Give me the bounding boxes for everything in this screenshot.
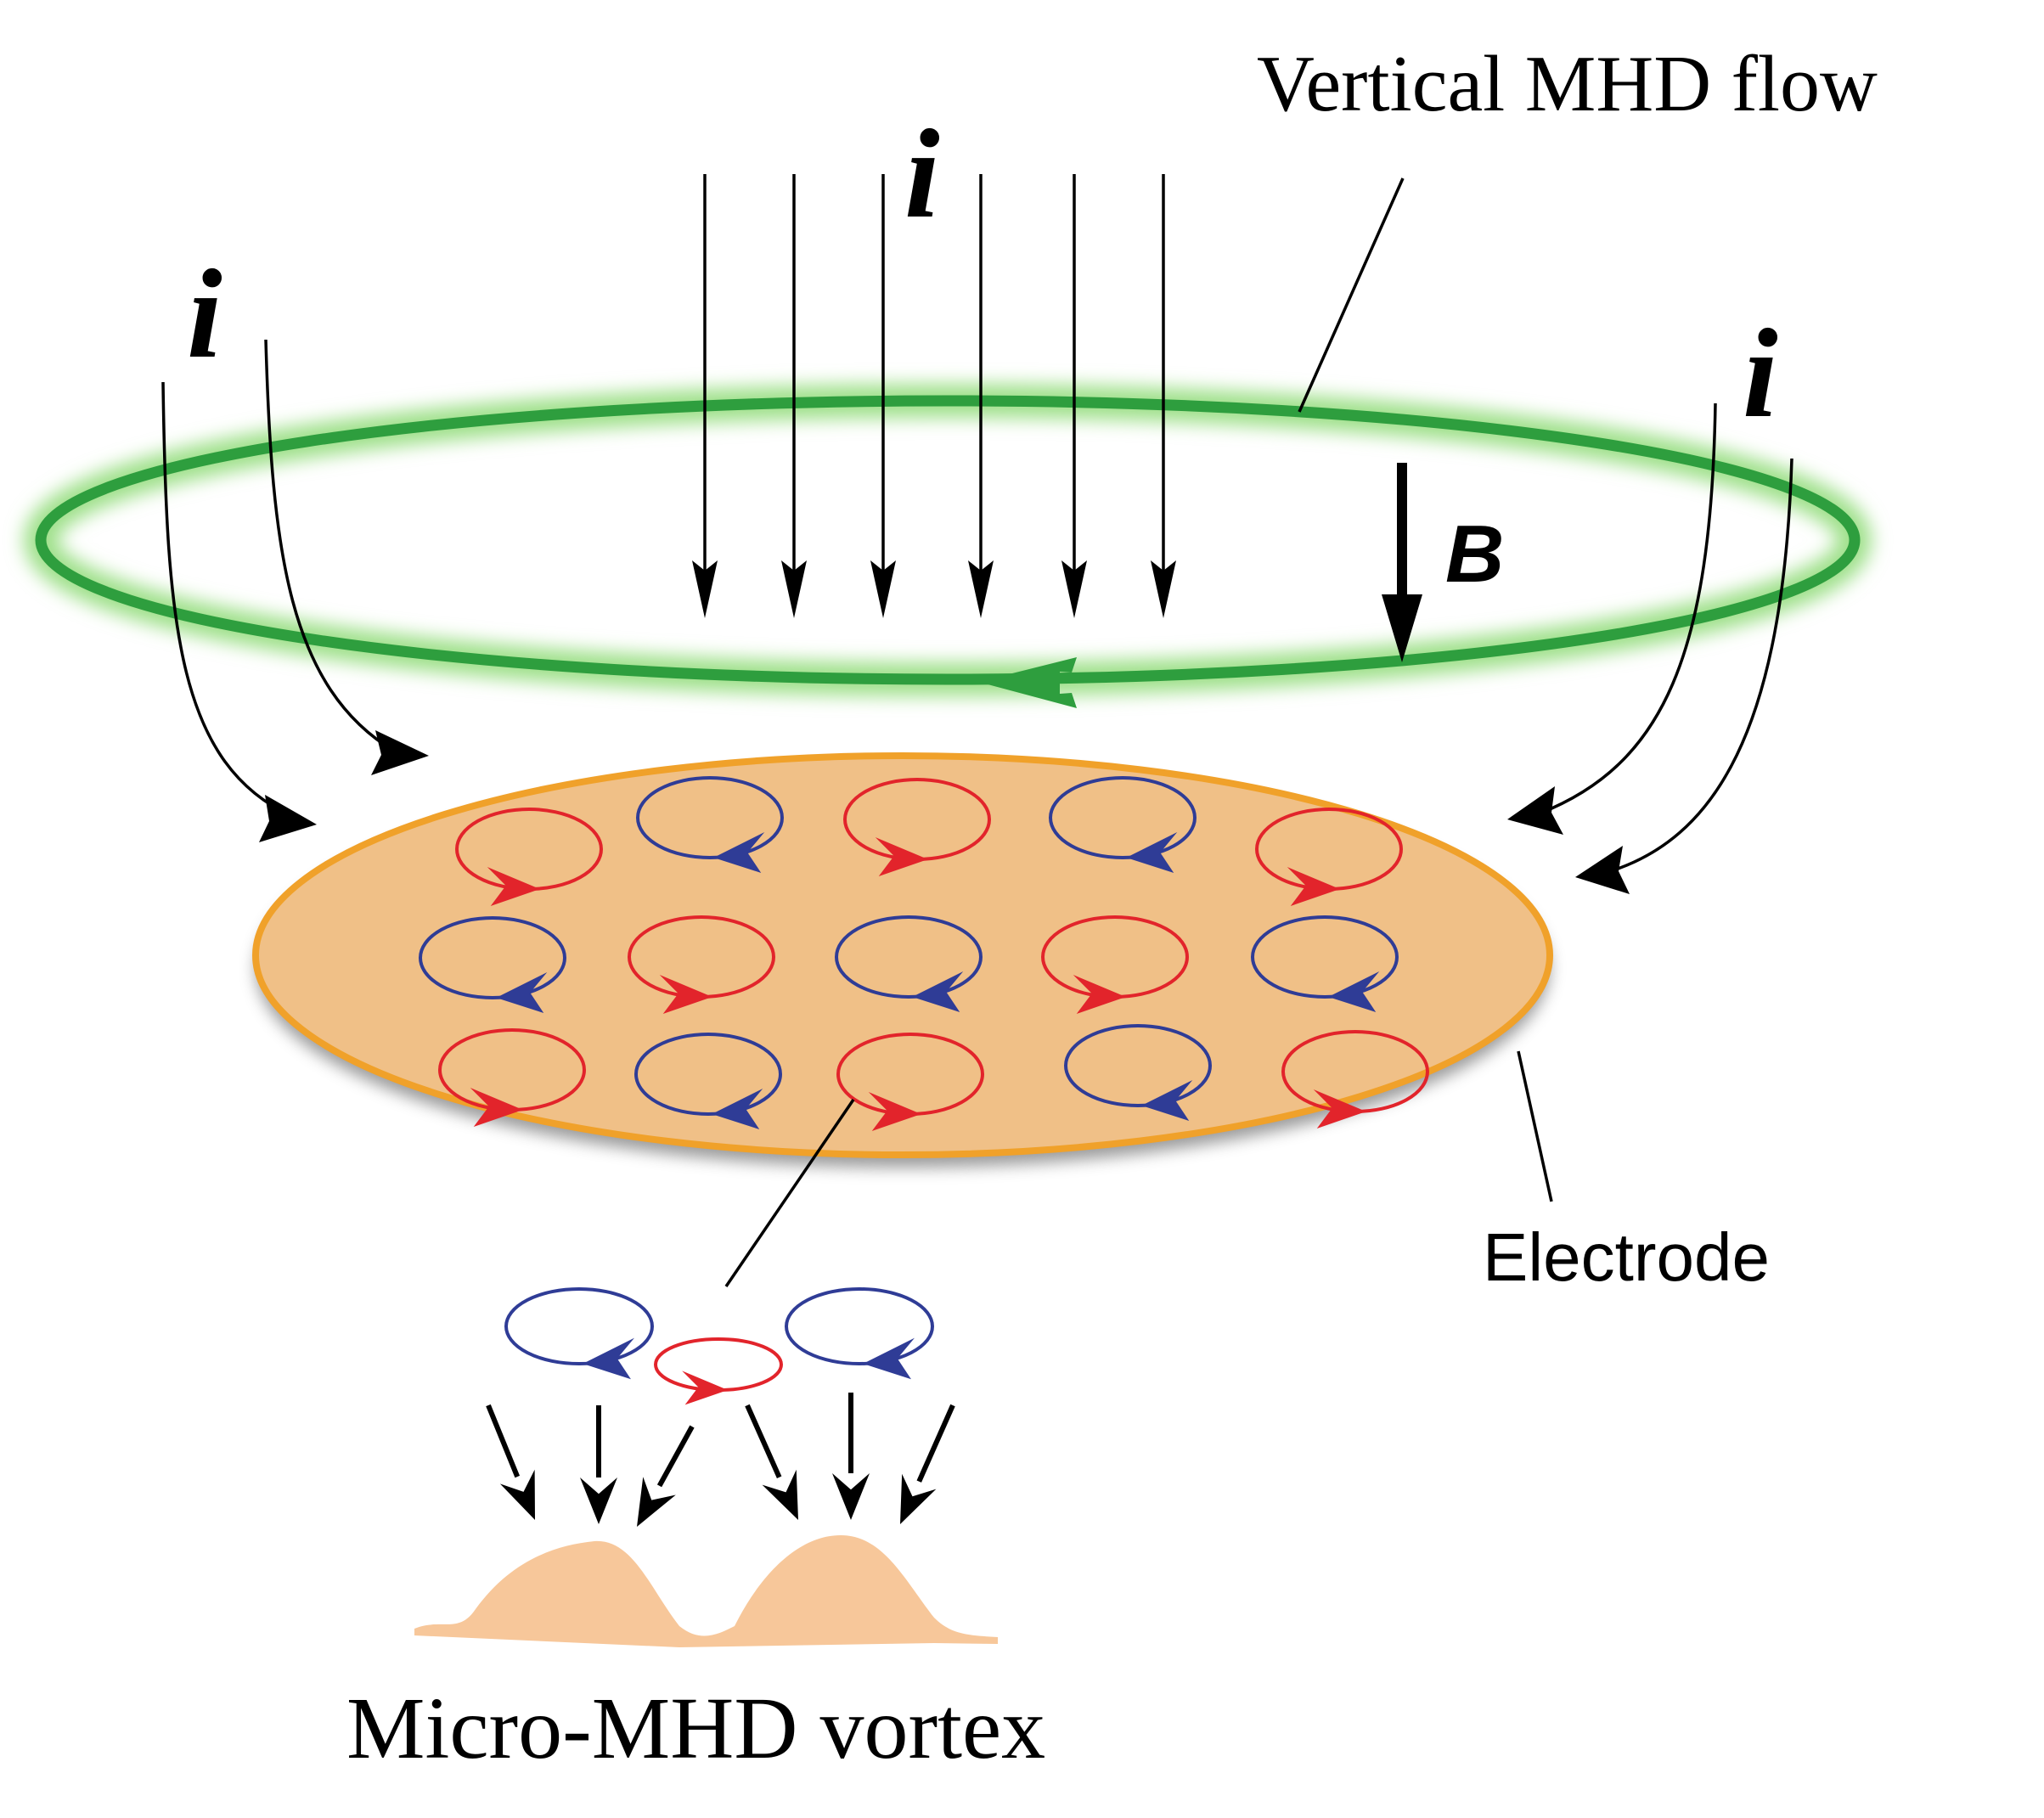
flow-direction-arrowhead [978, 657, 1077, 708]
vortex-counterclockwise [1251, 915, 1399, 1012]
right-current-arrows [1539, 402, 1793, 875]
inset-arrow [900, 1404, 955, 1524]
current-arrowhead [968, 560, 994, 618]
current-label-right: i [1743, 303, 1778, 444]
vertical-flow-label: Vertical MHD flow [1257, 40, 1878, 128]
vortex-clockwise [843, 778, 991, 876]
vortex-arrowhead [682, 1371, 729, 1405]
inset-vortices [504, 1287, 934, 1405]
vortex-clockwise [628, 915, 775, 1014]
vortex-clockwise [1255, 808, 1403, 906]
left-current-arrows [161, 339, 396, 819]
flow-label-leader [1298, 177, 1405, 413]
vortex-arrowhead [863, 1337, 915, 1380]
inset-arrow [637, 1425, 695, 1527]
vortex-arrowhead [583, 1337, 635, 1380]
vortex-counterclockwise [419, 916, 566, 1013]
electrode-label-leader [1517, 1050, 1553, 1202]
vortex-arrowhead [1073, 975, 1126, 1014]
vortex-arrowhead [1141, 1080, 1193, 1121]
left-current-arrowheads [259, 730, 429, 842]
inset-flow-arrows [486, 1393, 955, 1527]
vortex-arrowhead [659, 975, 712, 1014]
center-current-arrows [692, 174, 1176, 618]
micro-vortex-grid [419, 776, 1429, 1131]
vortex-counterclockwise [785, 1287, 934, 1380]
vortex-clockwise [438, 1028, 586, 1127]
vortex-counterclockwise [1049, 776, 1197, 873]
vortex-clockwise [1041, 915, 1189, 1014]
current-label-center: i [904, 104, 940, 245]
inset-arrow [745, 1404, 798, 1520]
vortex-counterclockwise [636, 776, 784, 873]
current-arrowhead [1151, 560, 1176, 618]
electrode [252, 752, 1553, 1168]
vortex-arrowhead [470, 1088, 523, 1127]
vortex-arrowhead [868, 1092, 921, 1131]
micro-vortex-label: Micro-MHD vortex [346, 1680, 1045, 1777]
vortex-arrowhead [875, 837, 928, 876]
vortex-arrowhead [1313, 1089, 1366, 1129]
vertical-flow-ring [24, 384, 1872, 708]
vortex-counterclockwise [634, 1033, 782, 1129]
vortex-arrowhead [912, 971, 964, 1012]
inset-arrow [486, 1404, 535, 1520]
vortex-arrowhead [1328, 971, 1380, 1012]
magnetic-field-arrow [1382, 463, 1422, 662]
vortex-arrowhead [713, 832, 765, 873]
vortex-counterclockwise [504, 1287, 654, 1380]
vortex-arrowhead [1287, 867, 1340, 906]
vortex-counterclockwise [835, 915, 983, 1012]
current-label-left: i [187, 244, 222, 385]
inset-arrow [832, 1393, 870, 1520]
current-arrowhead [1061, 560, 1087, 618]
vortex-arrowhead [712, 1089, 763, 1129]
zoom-leader [724, 1099, 855, 1287]
vortex-clockwise [1281, 1030, 1429, 1129]
vortex-arrowhead [487, 867, 540, 906]
field-label: B [1445, 509, 1504, 599]
current-arrowhead [781, 560, 807, 618]
vortex-arrowhead [496, 972, 548, 1013]
vortex-clockwise [455, 808, 603, 906]
current-arrowhead [870, 560, 896, 618]
vortex-clockwise [654, 1337, 783, 1405]
callout-lines [724, 177, 1553, 1287]
electrode-label: Electrode [1483, 1219, 1770, 1295]
current-arrowhead [692, 560, 718, 618]
inset-arrow [580, 1405, 617, 1524]
vortex-arrowhead [1126, 832, 1178, 873]
vortex-clockwise [836, 1033, 984, 1131]
deposit-profile [414, 1535, 998, 1647]
vortex-counterclockwise [1064, 1024, 1212, 1121]
right-current-arrowheads [1507, 786, 1630, 894]
